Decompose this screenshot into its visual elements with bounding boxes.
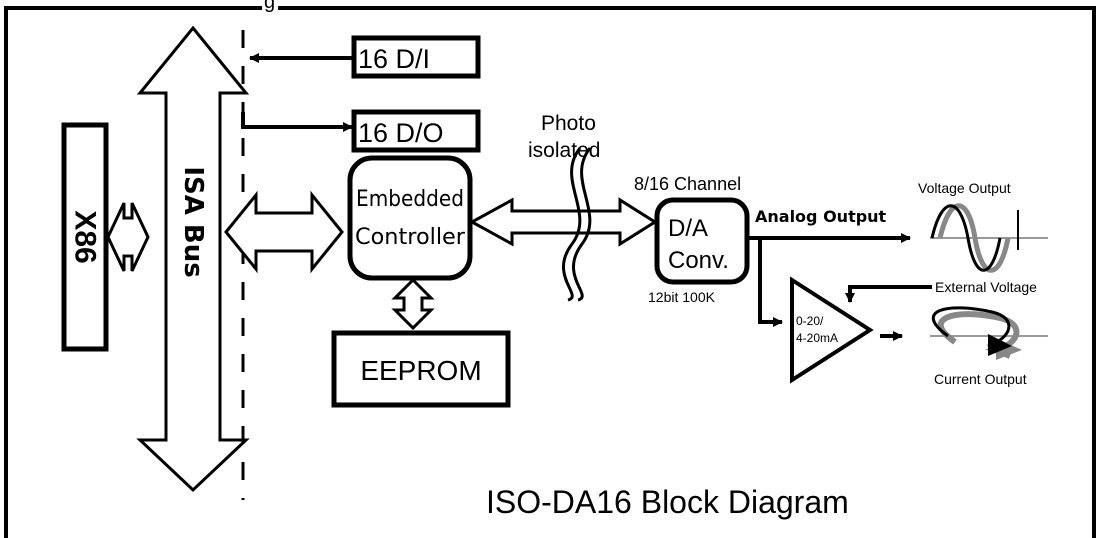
embedded-controller-block — [347, 155, 473, 281]
isolation-wave-left — [562, 147, 582, 302]
current-output-label: Current Output — [934, 371, 1027, 387]
amp-label-line1: 0-20/ — [796, 314, 824, 328]
controller-label-line2: Controller — [355, 225, 466, 250]
do-block — [351, 109, 481, 153]
voltage-output-label: Voltage Output — [918, 180, 1011, 196]
x86-label: X86 — [69, 210, 102, 263]
x86-isa-double-arrow — [106, 202, 150, 272]
frame-border — [4, 6, 1096, 538]
header-fragment: g — [264, 0, 275, 13]
current-loop-arrowhead-dark — [988, 334, 1012, 356]
channel-label: 8/16 Channel — [634, 174, 741, 194]
isa-bus-label: ISA Bus — [178, 166, 208, 277]
eeprom-label: EEPROM — [360, 355, 481, 386]
voltage-wave-shadow — [937, 203, 1011, 273]
bus-controller-double-arrow — [224, 190, 344, 274]
amp-label-line2: 4-20mA — [796, 331, 838, 345]
x86-block — [61, 122, 109, 352]
photo-label-line1: Photo — [541, 112, 596, 135]
diagram-title: ISO-DA16 Block Diagram — [486, 484, 849, 520]
current-loop — [932, 306, 1011, 348]
di-label: 16 D/I — [358, 44, 430, 74]
eeprom-block — [331, 330, 511, 408]
controller-dac-double-arrow — [468, 197, 658, 247]
current-amplifier-block — [790, 276, 874, 384]
voltage-wave — [930, 204, 1002, 272]
controller-label-line1: Embedded — [356, 187, 464, 212]
controller-eeprom-double-arrow — [391, 277, 435, 331]
photo-label-line2: isolated — [528, 139, 600, 162]
bus-to-do-arrow — [241, 112, 353, 132]
dac-block — [654, 197, 750, 285]
isolation-wave-right — [572, 147, 592, 302]
isa-bus-arrow — [136, 25, 250, 493]
dac-label-line1: D/A — [668, 215, 708, 242]
external-voltage-label: External Voltage — [935, 279, 1037, 295]
dac-label-line2: Conv. — [668, 247, 729, 274]
external-voltage-arrow — [845, 285, 932, 303]
current-loop-shadow — [937, 311, 1020, 359]
do-label: 16 D/O — [358, 118, 444, 148]
dac-to-amp-arrow — [758, 238, 783, 327]
resolution-label: 12bit 100K — [648, 289, 716, 305]
analog-output-label: Analog Output — [755, 207, 887, 226]
